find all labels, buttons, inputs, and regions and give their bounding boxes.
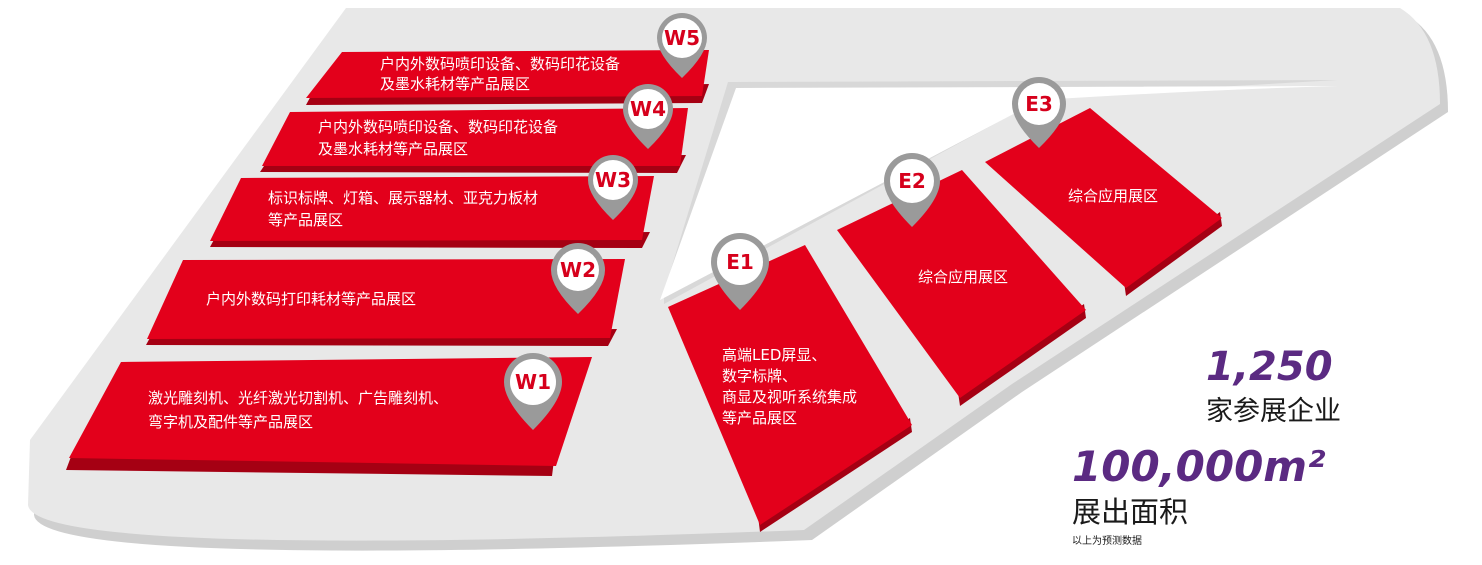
hall-w1-block (69, 357, 592, 466)
pin-w2-face (557, 249, 599, 291)
hall-w5-label-line-2: 及墨水耗材等产品展区 (380, 75, 530, 93)
hall-w2[interactable]: 户内外数码打印耗材等产品展区 (146, 259, 625, 346)
hall-e1[interactable]: 高端LED屏显、 数字标牌、 商显及视听系统集成 等产品展区 (668, 245, 912, 532)
hall-e3-label-line-1: 综合应用展区 (1068, 187, 1158, 205)
hall-w2-label: 户内外数码打印耗材等产品展区 (206, 290, 416, 308)
pin-e3[interactable]: E3 (1012, 77, 1066, 148)
hall-e1-label-line-1: 高端LED屏显、 (722, 346, 826, 364)
pin-e1-face (717, 239, 763, 285)
hall-w4-label-line-2: 及墨水耗材等产品展区 (318, 140, 468, 158)
hall-w3-block (210, 176, 654, 241)
pin-w1-face (510, 359, 556, 405)
venue-courtyard-inner (660, 86, 1338, 300)
pin-w1-label: W1 (515, 370, 551, 394)
pin-w3-label: W3 (595, 168, 631, 192)
hall-e1-block (668, 245, 912, 525)
pin-e1-label: E1 (726, 250, 754, 274)
hall-e1-label: 高端LED屏显、 数字标牌、 商显及视听系统集成 等产品展区 (722, 346, 862, 427)
hall-e2-label: 综合应用展区 (918, 268, 1008, 286)
forecast-note: 以上为预测数据 (1072, 536, 1142, 547)
hall-w5[interactable]: 户内外数码喷印设备、数码印花设备 及墨水耗材等产品展区 (306, 50, 709, 105)
pin-e3-label: E3 (1025, 92, 1053, 116)
hall-w4-label: 户内外数码喷印设备、数码印花设备 及墨水耗材等产品展区 (318, 118, 563, 158)
hall-w1-label-line-1: 激光雕刻机、光纤激光切割机、广告雕刻机、 (148, 389, 448, 407)
pin-w2[interactable]: W2 (551, 243, 605, 314)
hall-e3-block (985, 108, 1222, 288)
pin-w5-label: W5 (664, 26, 700, 50)
hall-w4-block (262, 108, 688, 166)
pin-w5[interactable]: W5 (657, 13, 707, 78)
hall-w1-label: 激光雕刻机、光纤激光切割机、广告雕刻机、 弯字机及配件等产品展区 (148, 389, 453, 431)
hall-e2-block (837, 170, 1086, 398)
exhibitors-label: 家参展企业 (1206, 396, 1341, 427)
pin-e1[interactable]: E1 (711, 233, 769, 310)
hall-w3-label-line-2: 等产品展区 (268, 211, 343, 229)
hall-w1[interactable]: 激光雕刻机、光纤激光切割机、广告雕刻机、 弯字机及配件等产品展区 (66, 357, 592, 476)
pin-w1[interactable]: W1 (504, 353, 562, 430)
hall-w3-label: 标识标牌、灯箱、展示器材、亚克力板材 等产品展区 (268, 189, 543, 229)
hall-e3-label: 综合应用展区 (1068, 187, 1158, 205)
pin-w4-label: W4 (630, 97, 666, 121)
exhibition-area-value: 100,000m² (1072, 442, 1326, 491)
hall-e1-label-line-2: 数字标牌、 (722, 367, 797, 385)
hall-e1-label-line-4: 等产品展区 (722, 409, 797, 427)
hall-w2-block (147, 259, 625, 339)
hall-e2-label-line-1: 综合应用展区 (918, 268, 1008, 286)
pin-w2-label: W2 (560, 258, 596, 282)
hall-e2[interactable]: 综合应用展区 (837, 170, 1086, 406)
hall-w1-label-line-2: 弯字机及配件等产品展区 (148, 413, 313, 431)
pin-w3[interactable]: W3 (588, 155, 638, 220)
exhibitors-count: 1,250 (1206, 344, 1333, 390)
hall-w4-label-line-1: 户内外数码喷印设备、数码印花设备 (318, 118, 558, 136)
pin-e2[interactable]: E2 (884, 153, 940, 227)
hall-e3[interactable]: 综合应用展区 (985, 108, 1222, 296)
hall-w4[interactable]: 户内外数码喷印设备、数码印花设备 及墨水耗材等产品展区 (260, 108, 688, 173)
hall-w5-label-line-1: 户内外数码喷印设备、数码印花设备 (380, 55, 620, 73)
hall-e1-label-line-3: 商显及视听系统集成 (722, 388, 857, 406)
hall-w5-block (306, 50, 709, 98)
pin-w4-face (628, 89, 668, 129)
pin-w3-face (593, 160, 633, 200)
hall-w2-label-line-1: 户内外数码打印耗材等产品展区 (206, 290, 416, 308)
pin-e3-face (1018, 83, 1060, 125)
exhibition-area-label: 展出面积 (1072, 495, 1189, 529)
pin-w5-face (662, 18, 702, 58)
hall-w5-label: 户内外数码喷印设备、数码印花设备 及墨水耗材等产品展区 (380, 55, 625, 93)
hall-w3-label-line-1: 标识标牌、灯箱、展示器材、亚克力板材 (268, 189, 538, 207)
pin-w4[interactable]: W4 (623, 84, 673, 149)
pin-e2-label: E2 (898, 169, 926, 193)
hall-w3[interactable]: 标识标牌、灯箱、展示器材、亚克力板材 等产品展区 (210, 176, 654, 248)
pin-e2-face (890, 159, 934, 203)
